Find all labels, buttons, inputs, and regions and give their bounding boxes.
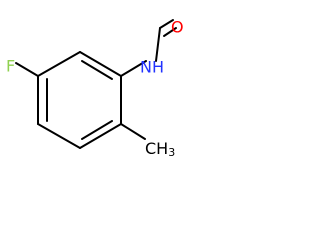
ring-bond-c5-c6 (37, 123, 81, 149)
oxygen-label: O (171, 18, 184, 37)
bond-ring-to-fluorine (15, 62, 39, 77)
ring-double-bond-inner-top (81, 60, 113, 80)
methyl-label: CH3 (145, 139, 175, 160)
fluorine-label: F (6, 57, 15, 76)
ring-bond-c4-c5 (79, 123, 122, 149)
bond-formyl-carbon-to-oxygen (159, 19, 174, 29)
ring-double-bond-inner-right (81, 120, 113, 140)
methyl-symbol: CH (145, 139, 168, 158)
methyl-subscript: 3 (168, 146, 175, 159)
molecule-structure-diagram: F NH O CH3 (6, 18, 184, 160)
nitrogen-hydrogen-label: NH (140, 58, 164, 77)
bond-nitrogen-to-formyl-carbon (155, 27, 161, 62)
bond-ring-to-nitrogen (120, 60, 147, 77)
benzene-ring (37, 51, 122, 149)
ring-bond-c2-c3 (79, 51, 122, 77)
ring-bond-c1-c2 (37, 51, 81, 77)
bond-formyl-carbon-to-oxygen-double (163, 27, 177, 37)
bond-ring-to-methyl (120, 123, 146, 140)
